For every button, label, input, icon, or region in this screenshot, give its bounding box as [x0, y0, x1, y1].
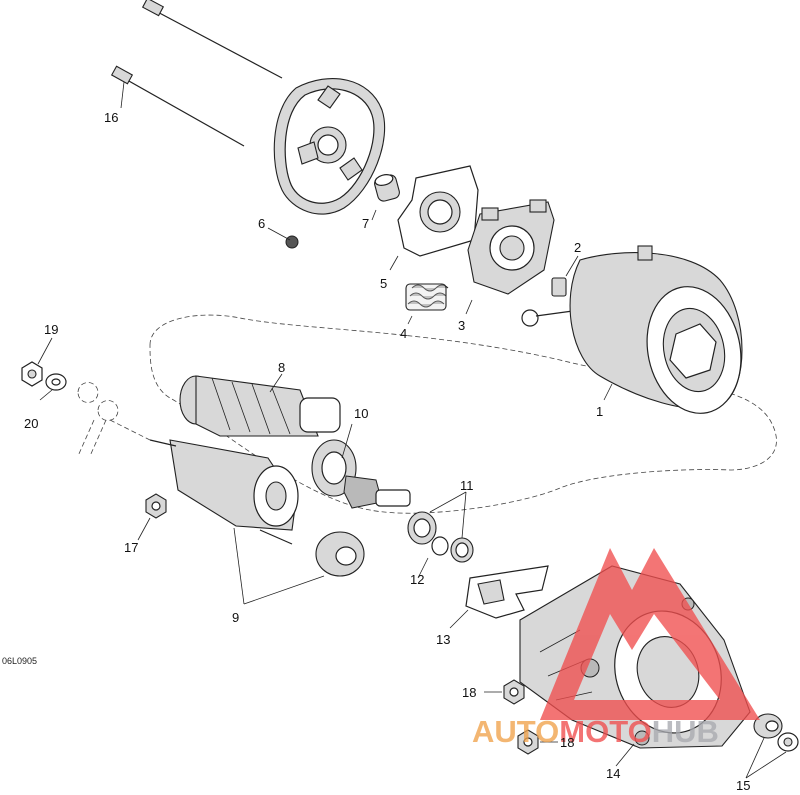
washer-set: [407, 491, 474, 579]
watermark-mountain-icon: [540, 548, 760, 720]
watermark-text-hub: HUB: [652, 714, 719, 749]
drawing-code: 06L0905: [2, 656, 37, 666]
callout-19: 19: [44, 322, 58, 337]
watermark-text-auto: AUTO: [472, 714, 559, 749]
callout-3: 3: [458, 318, 465, 333]
callout-7: 7: [362, 216, 369, 231]
shift-lever: [449, 565, 549, 629]
callout-2: 2: [574, 240, 581, 255]
pinion-gear: [311, 423, 411, 509]
callout-18a: 18: [462, 685, 476, 700]
callout-1: 1: [596, 404, 603, 419]
callout-14: 14: [606, 766, 620, 781]
nuts-18: [484, 679, 558, 755]
spring: [405, 283, 449, 325]
brush-holder: [465, 199, 555, 315]
brush-holder-plate: [389, 165, 479, 271]
svg-text:AUTOMOTOHUB: AUTOMOTOHUB: [472, 714, 719, 749]
bushing: [371, 174, 400, 221]
callout-16: 16: [104, 110, 118, 125]
yoke-assembly: [569, 245, 743, 414]
callout-6: 6: [258, 216, 265, 231]
through-bolts: [110, 0, 283, 147]
rear-end-frame: [267, 78, 386, 249]
callout-5: 5: [380, 276, 387, 291]
solenoid-assembly: [149, 439, 365, 605]
callout-20: 20: [24, 416, 38, 431]
callout-17: 17: [124, 540, 138, 555]
armature: [179, 373, 341, 437]
callout-4: 4: [400, 326, 407, 341]
callout-8: 8: [278, 360, 285, 375]
watermark-logo: AUTOMOTOHUB: [472, 548, 760, 749]
callout-18b: 18: [560, 735, 574, 750]
nut-17: [137, 493, 167, 541]
nut-and-washer: [21, 337, 151, 457]
callout-11: 11: [460, 478, 474, 493]
callout-15: 15: [736, 778, 750, 793]
callout-10: 10: [354, 406, 368, 421]
front-bushings: [745, 713, 799, 779]
callout-12: 12: [410, 572, 424, 587]
watermark-text-moto: MOTO: [559, 714, 651, 749]
callout-13: 13: [436, 632, 450, 647]
callout-9: 9: [232, 610, 239, 625]
